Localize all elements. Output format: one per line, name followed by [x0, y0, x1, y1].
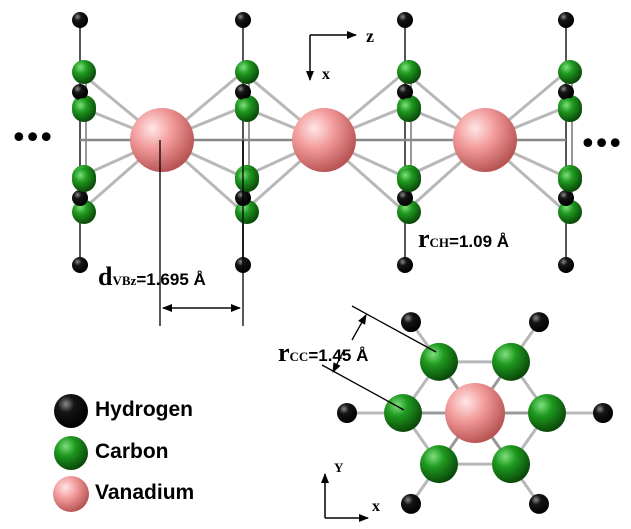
side-axis-z-label: z: [366, 26, 374, 46]
carbon-atom: [72, 98, 96, 122]
top-axis-y-label: Y: [334, 460, 344, 475]
hydrogen-atom: [72, 84, 88, 100]
vanadium-atom: [292, 108, 356, 172]
r-ch-value: =1.09 Å: [449, 232, 510, 251]
ellipsis-left: •••: [10, 121, 55, 156]
carbon-atom: [235, 60, 259, 84]
legend-swatches: [53, 394, 89, 512]
d-vbz-label: dVBz=1.695 Å: [98, 264, 206, 290]
hydrogen-atom: [401, 312, 421, 333]
r-cc-value: =1.45 Å: [308, 346, 369, 365]
hydrogen-atom: [397, 257, 413, 273]
hydrogen-atom: [337, 403, 357, 423]
top-axis-x-label: x: [372, 498, 380, 515]
hydrogen-atom: [529, 493, 549, 514]
side-view-atoms: [72, 12, 582, 273]
r-cc-symbol: r: [278, 338, 290, 367]
side-axis-x-label: x: [322, 66, 330, 83]
carbon-atom: [558, 98, 582, 122]
d-vbz-dimension: [159, 140, 244, 326]
r-ch-label: rCH=1.09 Å: [418, 226, 509, 252]
carbon-atom: [420, 342, 458, 381]
hydrogen-atom: [593, 403, 613, 423]
hydrogen-atom: [235, 12, 251, 28]
vanadium-atom: [445, 383, 505, 443]
ellipsis-right: •••: [579, 127, 624, 162]
legend-hydrogen-label: Hydrogen: [95, 398, 194, 421]
legend-carbon-label: Carbon: [95, 440, 169, 463]
hydrogen-atom: [235, 84, 251, 100]
carbon-atom: [397, 60, 421, 84]
hydrogen-atom: [558, 12, 574, 28]
legend-vanadium-label: Vanadium: [95, 481, 195, 504]
r-cc-label: rCC=1.45 Å: [278, 340, 368, 366]
carbon-atom: [492, 342, 530, 381]
vanadium-atom: [453, 108, 517, 172]
hydrogen-atom: [72, 257, 88, 273]
legend-carbon-swatch: [54, 436, 88, 470]
carbon-atom: [235, 168, 259, 192]
hydrogen-atom: [401, 493, 421, 514]
carbon-atom: [492, 445, 530, 484]
carbon-atom: [558, 168, 582, 192]
carbon-atom: [558, 60, 582, 84]
hydrogen-atom: [397, 190, 413, 206]
hydrogen-atom: [397, 12, 413, 28]
r-cc-dimension: [321, 305, 437, 411]
r-cc-subscript: CC: [289, 349, 309, 364]
legend-hydrogen-swatch: [54, 394, 88, 428]
carbon-atom: [420, 445, 458, 484]
carbon-atom: [72, 200, 96, 224]
carbon-atom: [397, 98, 421, 122]
r-ch-subscript: CH: [429, 235, 450, 250]
hydrogen-atom: [558, 84, 574, 100]
carbon-atom: [235, 98, 259, 122]
carbon-atom: [558, 200, 582, 224]
carbon-atom: [72, 168, 96, 192]
carbon-atom: [397, 168, 421, 192]
carbon-atom: [235, 200, 259, 224]
side-view-axes: [306, 31, 357, 81]
top-view-axes: [321, 473, 369, 522]
carbon-atom: [384, 394, 422, 432]
carbon-atom: [72, 60, 96, 84]
vanadium-atom: [130, 108, 194, 172]
hydrogen-atom: [397, 84, 413, 100]
d-vbz-symbol: d: [98, 262, 113, 291]
top-view-atoms: [337, 312, 613, 514]
carbon-atom: [397, 200, 421, 224]
hydrogen-atom: [72, 190, 88, 206]
carbon-atom: [528, 394, 566, 432]
hydrogen-atom: [529, 312, 549, 333]
d-vbz-value: =1.695 Å: [136, 270, 206, 289]
legend-vanadium-swatch: [53, 476, 89, 512]
hydrogen-atom: [558, 257, 574, 273]
hydrogen-atom: [72, 12, 88, 28]
r-ch-symbol: r: [418, 224, 430, 253]
d-vbz-subscript: VBz: [112, 273, 137, 288]
hydrogen-atom: [558, 190, 574, 206]
